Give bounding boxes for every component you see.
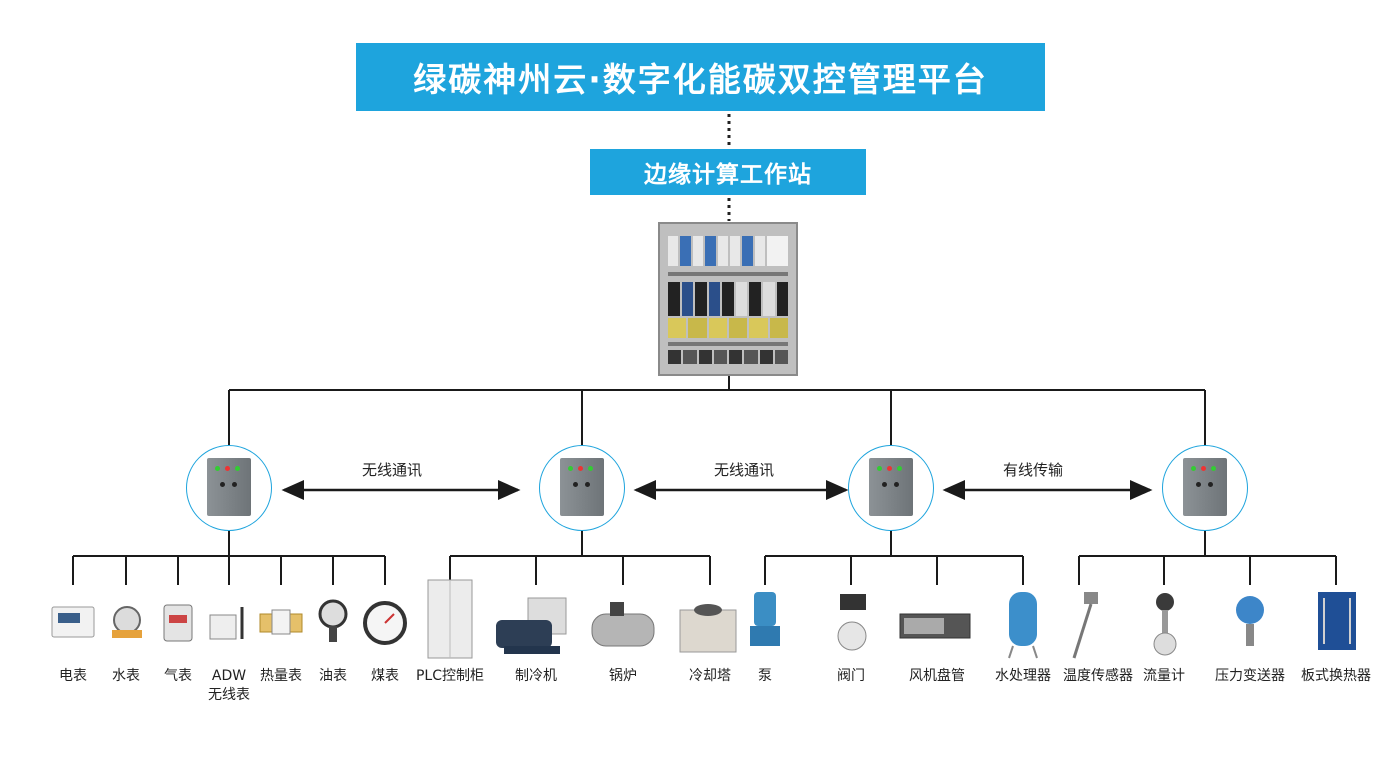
device-label-water-meter: 水表	[112, 668, 140, 684]
link-label-1: 无线通讯	[362, 461, 423, 479]
device-label-boiler: 锅炉	[609, 668, 637, 684]
controller-node-1	[186, 445, 272, 531]
link-label-2: 无线通讯	[714, 461, 775, 479]
temperature-sensor-icon	[1072, 592, 1098, 659]
device-label-chiller: 制冷机	[515, 668, 557, 684]
device-label-electric-meter: 电表	[59, 668, 87, 684]
device-label-water-treatment: 水处理器	[995, 668, 1051, 684]
coal-meter-icon	[363, 601, 407, 645]
heat-meter-icon	[259, 609, 303, 635]
device-label-plate-heat-exchanger: 板式换热器	[1301, 668, 1371, 684]
device-label-fan-coil: 风机盘管	[909, 668, 965, 684]
device-label-cooling-tower: 冷却塔	[689, 668, 731, 684]
device-label-plc-cabinet: PLC控制柜	[415, 668, 485, 684]
water-meter-icon	[112, 606, 142, 638]
pump-icon	[750, 592, 780, 646]
oil-meter-icon	[318, 599, 348, 642]
controller-node-2	[539, 445, 625, 531]
device-label-wireless-meter: ADW 无线表	[208, 668, 250, 703]
platform-banner: 绿碳神州云·数字化能碳双控管理平台	[356, 43, 1045, 111]
device-label-temperature-sensor: 温度传感器	[1063, 668, 1133, 684]
pressure-transmitter-icon	[1236, 596, 1264, 646]
controller-node-3	[848, 445, 934, 531]
edge-station-cabinet-image	[658, 222, 798, 376]
flow-meter-icon	[1153, 593, 1177, 656]
wireless-meter-icon	[209, 607, 244, 640]
fan-coil-icon	[899, 613, 971, 639]
device-label-coal-meter: 煤表	[371, 668, 399, 684]
device-label-flow-meter: 流量计	[1143, 668, 1185, 684]
chiller-icon	[496, 597, 567, 654]
gas-meter-icon	[163, 604, 193, 642]
water-treatment-icon	[1008, 592, 1038, 659]
device-label-heat-meter: 热量表	[260, 668, 302, 684]
boiler-icon	[591, 602, 655, 647]
electric-meter-icon	[51, 606, 95, 638]
edge-computing-box: 边缘计算工作站	[590, 149, 866, 195]
controller-node-4	[1162, 445, 1248, 531]
device-label-pump: 泵	[758, 668, 772, 684]
link-label-3: 有线传输	[1003, 461, 1064, 479]
device-label-oil-meter: 油表	[319, 668, 347, 684]
plc-cabinet-icon	[427, 579, 473, 659]
device-label-pressure-transmitter: 压力变送器	[1215, 668, 1285, 684]
device-label-valve: 阀门	[837, 668, 865, 684]
device-label-gas-meter: 气表	[164, 668, 192, 684]
valve-icon	[837, 594, 867, 651]
plate-heat-exchanger-icon	[1318, 592, 1356, 650]
cooling-tower-icon	[679, 604, 737, 653]
